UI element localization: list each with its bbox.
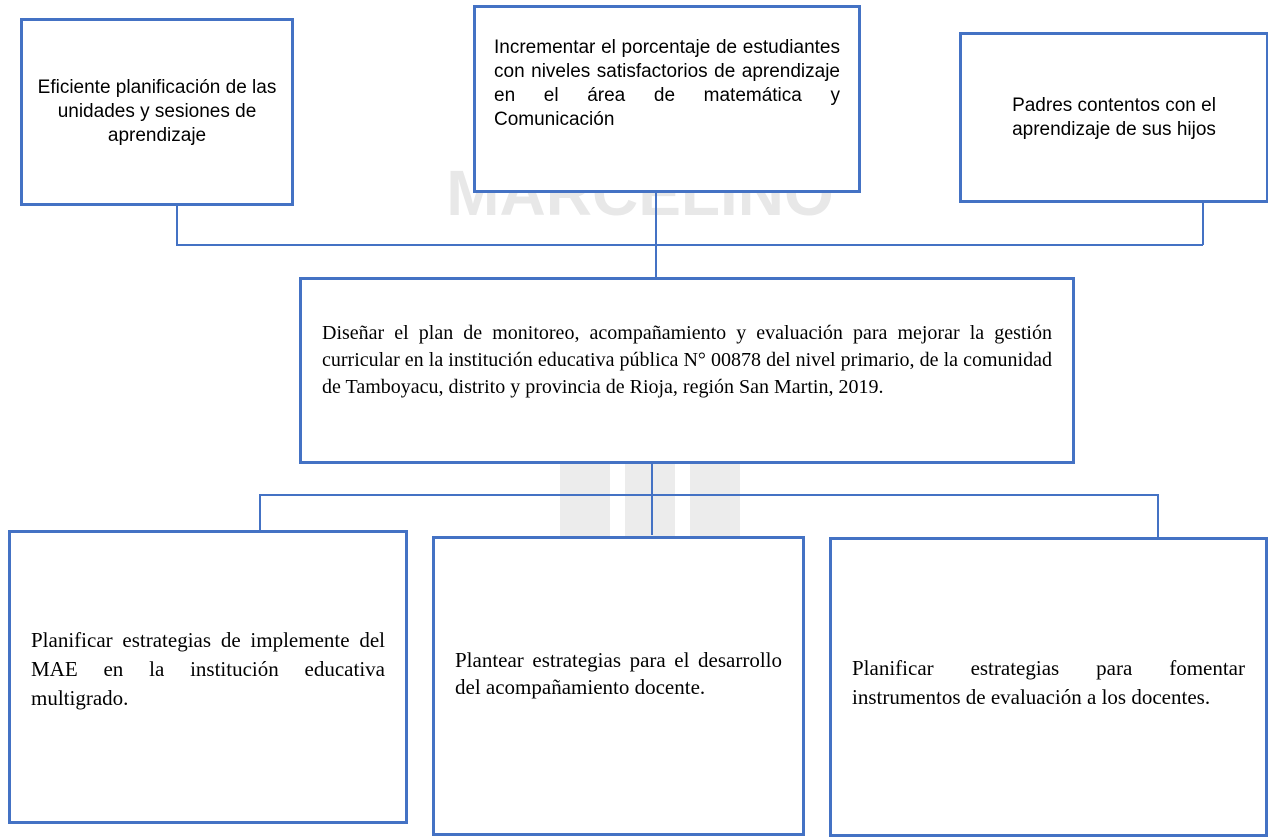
strategy-box-3: Planificar estrategias para fomentar ins…: [829, 537, 1268, 837]
strategy-text-1: Planificar estrategias de implemente del…: [31, 628, 385, 710]
strategy-box-2: Plantear estrategias para el desarrollo …: [432, 536, 805, 836]
effect-box-1: Eficiente planificación de las unidades …: [20, 18, 294, 206]
objective-text: Diseñar el plan de monitoreo, acompañami…: [322, 322, 1052, 398]
objective-box: Diseñar el plan de monitoreo, acompañami…: [299, 277, 1075, 464]
connector-top-bar: [176, 244, 1203, 246]
connector-effect-3: [1202, 200, 1204, 245]
effect-text-1: Eficiente planificación de las unidades …: [37, 77, 277, 146]
connector-bottom-bar: [259, 494, 1158, 496]
strategy-box-1: Planificar estrategias de implemente del…: [8, 530, 408, 824]
effect-box-3: Padres contentos con el aprendizaje de s…: [959, 32, 1268, 203]
effect-box-2: Incrementar el porcentaje de estudiantes…: [473, 5, 861, 193]
connector-strategy-3: [1157, 494, 1159, 539]
effect-text-3: Padres contentos con el aprendizaje de s…: [1012, 94, 1216, 140]
effect-text-2: Incrementar el porcentaje de estudiantes…: [494, 37, 840, 130]
connector-effect-2: [655, 193, 657, 288]
strategy-text-3: Planificar estrategias para fomentar ins…: [852, 656, 1245, 709]
connector-strategy-1: [259, 494, 261, 539]
strategy-text-2: Plantear estrategias para el desarrollo …: [455, 648, 782, 699]
connector-objective-down: [651, 462, 653, 535]
connector-effect-1: [176, 203, 178, 245]
